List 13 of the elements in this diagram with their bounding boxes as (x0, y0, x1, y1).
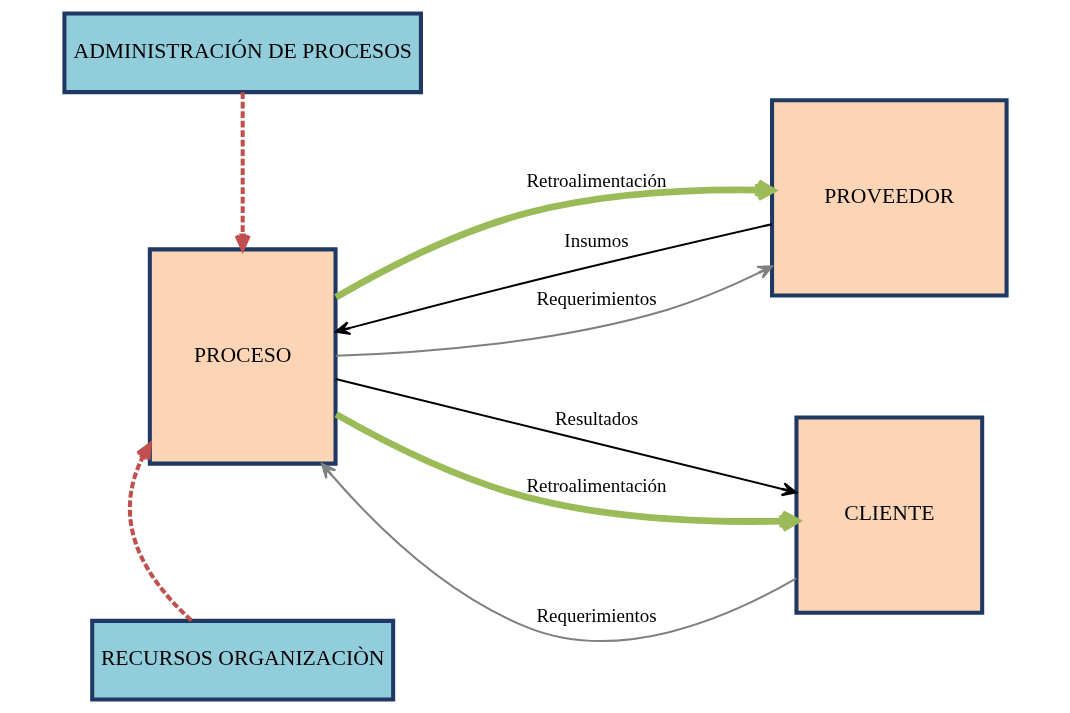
edge-label: Resultados (554, 407, 638, 429)
edge-label: Retroalimentación (525, 475, 667, 497)
node-box: PROVEEDOR (769, 98, 1009, 298)
edge-label: Requerimientos (535, 605, 657, 627)
node-box: PROCESO (147, 247, 338, 466)
node-box: ADMINISTRACIÓN DE PROCESOS (61, 11, 423, 95)
arrow (234, 92, 251, 252)
arrow (334, 411, 800, 533)
node-box: RECURSOS ORGANIZACIÒN (89, 618, 395, 702)
arrow (334, 378, 797, 497)
arrow (127, 442, 193, 622)
node-box: CLIENTE (793, 415, 984, 615)
arrow (320, 462, 797, 642)
